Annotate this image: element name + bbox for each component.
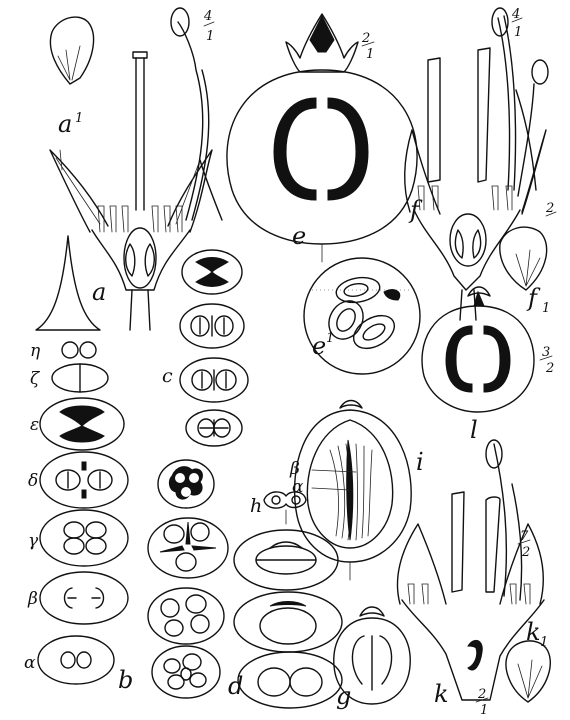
scale-4-1-right-den: 1 (514, 25, 522, 40)
cross-sections-h: h (234, 492, 342, 708)
label-k1-sub: 1 (540, 635, 548, 650)
cross-sections-d: d (148, 460, 243, 700)
scale-2-f-num: 2 (545, 201, 554, 216)
label-b: b (118, 666, 133, 694)
label-e: e (292, 222, 306, 250)
petal-f1: f 1 (500, 227, 550, 316)
label-h: h (250, 495, 262, 517)
letter-alpha: α (24, 653, 36, 673)
label-e1: e (312, 332, 326, 360)
letter-epsilon: ε (30, 415, 39, 435)
label-a1: a (58, 110, 72, 138)
letter-eta: η (30, 341, 41, 361)
label-f: f (408, 196, 423, 224)
ovary-section-g: g (334, 607, 410, 710)
label-a: a (92, 278, 106, 306)
label-a1-sup: 1 (75, 111, 83, 126)
letter-alpha-i: α (292, 477, 304, 497)
scale-2-1-den: 1 (366, 47, 374, 62)
label-f1: f (526, 284, 541, 312)
label-k1: k (526, 618, 541, 646)
letter-beta: β (27, 589, 38, 609)
letter-beta-i: β (289, 459, 300, 479)
cross-sections-c: c (162, 250, 248, 446)
scale-4-1-top-num: 4 (203, 9, 212, 24)
scale-3-2-den: 2 (545, 361, 554, 376)
petal-a1: a 1 (50, 17, 93, 138)
label-g: g (336, 682, 351, 710)
petal-k1: k 1 (506, 618, 550, 702)
label-d: d (228, 672, 243, 700)
label-i: i (416, 448, 424, 476)
label-f1-sub: 1 (542, 301, 550, 316)
label-l: l (470, 416, 478, 444)
scale-2-1-k-den: 1 (480, 703, 488, 718)
seeds-section-e1: e 1 (304, 258, 420, 374)
cross-sections-b: η ζ ε δ γ β α b (24, 341, 133, 694)
scale-7-2-den: 2 (521, 545, 530, 560)
ovary-section-e: e 2 1 (227, 14, 417, 262)
sepal-outline (36, 236, 100, 330)
scale-4-1-top-den: 1 (206, 29, 214, 44)
letter-zeta: ζ (30, 369, 41, 389)
flower-section-f: f 4 1 2 (405, 7, 556, 320)
label-c: c (162, 365, 173, 387)
label-e1-sup: 1 (326, 331, 334, 346)
letter-delta: δ (28, 471, 38, 491)
scale-4-1-right-num: 4 (511, 7, 520, 22)
letter-gamma: γ (28, 531, 39, 551)
label-k: k (434, 680, 449, 708)
